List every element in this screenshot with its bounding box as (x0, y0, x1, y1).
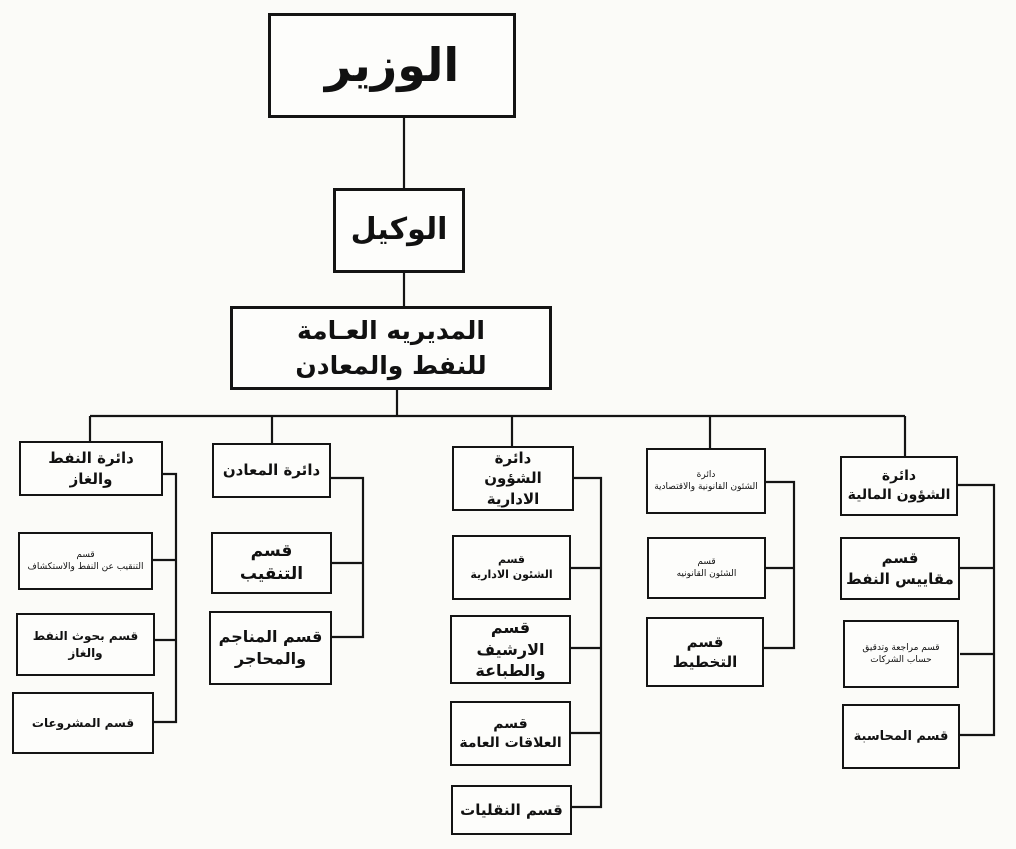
general-directorate-box: المديريه العـامة للنفط والمعادن (230, 306, 552, 390)
planning-section-line1: قسم التخطيط (672, 632, 738, 671)
archive-printing-section-line2: والطباعة (475, 661, 546, 681)
oil-gas-department-line1: دائرة النفط (48, 449, 134, 468)
mineral-exploration-section-line1: قسم التنقيب (239, 541, 304, 584)
projects-section-box: قسم المشروعات (12, 692, 154, 754)
admin-affairs-department-line1: دائرة (494, 449, 532, 468)
financial-affairs-department-line2: الشؤون المالية (847, 487, 951, 503)
oil-gas-research-section-line2: والغاز (68, 645, 103, 660)
admin-affairs-section-box: قسم الشئون الادارية (452, 535, 571, 600)
oil-measurement-section-line2: مقاييس النفط (846, 569, 954, 588)
oil-gas-research-section-box: قسم بحوث النفط والغاز (16, 613, 155, 676)
legal-economic-department-line2: الشئون القانونية والاقتصادية (654, 482, 758, 492)
legal-economic-department-box: دائرة الشئون القانونية والاقتصادية (646, 448, 766, 514)
mines-quarries-section-line1: قسم المناجم (218, 627, 323, 647)
minister-label: الوزير (324, 38, 460, 93)
accounting-section-box: قسم المحاسبة (842, 704, 960, 769)
public-relations-section-line2: العلاقات العامة (459, 734, 562, 751)
archive-printing-section-box: قسم الارشيف والطباعة (450, 615, 571, 684)
admin-affairs-section-line2: الشئون الادارية (470, 567, 553, 581)
minerals-department-box: دائرة المعادن (212, 443, 331, 498)
legal-affairs-section-line2: الشئون القانونيه (676, 569, 737, 579)
oil-gas-department-box: دائرة النفط والغاز (19, 441, 163, 496)
public-relations-section-box: قسم العلاقات العامة (450, 701, 571, 766)
minerals-department-line1: دائرة المعادن (222, 461, 321, 480)
minister-box: الوزير (268, 13, 516, 118)
admin-affairs-section-line1: قسم (497, 552, 526, 566)
planning-section-box: قسم التخطيط (646, 617, 764, 687)
public-relations-section-line1: قسم (493, 715, 528, 732)
accounting-section-line1: قسم المحاسبة (853, 728, 949, 744)
oil-exploration-section-line2: التنقيب عن النفط والاستكشاف (27, 562, 144, 572)
legal-affairs-section-line1: قسم (697, 556, 716, 567)
oil-measurement-section-box: قسم مقاييس النفط (840, 537, 960, 600)
mines-quarries-section-box: قسم المناجم والمحاجر (209, 611, 332, 685)
company-audit-section-line2: حساب الشركات (870, 655, 932, 665)
mines-quarries-section-line2: والمحاجر (234, 649, 307, 668)
oil-gas-research-section-line1: قسم بحوث النفط (32, 629, 139, 644)
transport-section-line1: قسم النقليات (460, 800, 563, 819)
oil-gas-department-line2: والغاز (69, 469, 113, 488)
financial-affairs-department-box: دائرة الشؤون المالية (840, 456, 958, 516)
deputy-label: الوكيل (350, 212, 448, 248)
admin-affairs-department-line2: الشؤون الادارية (484, 469, 542, 508)
company-audit-section-box: قسم مراجعة وتدقيق حساب الشركات (843, 620, 959, 688)
admin-affairs-department-box: دائرة الشؤون الادارية (452, 446, 574, 511)
oil-measurement-section-line1: قسم (881, 549, 919, 568)
archive-printing-section-line1: قسم الارشيف (476, 618, 545, 659)
general-directorate-line1: المديريه العـامة (297, 316, 485, 345)
mineral-exploration-section-box: قسم التنقيب (211, 532, 332, 594)
transport-section-box: قسم النقليات (451, 785, 572, 835)
legal-affairs-section-box: قسم الشئون القانونيه (647, 537, 766, 599)
projects-section-line1: قسم المشروعات (31, 715, 135, 730)
company-audit-section-line1: قسم مراجعة وتدقيق (862, 642, 940, 653)
legal-economic-department-line1: دائرة (696, 469, 716, 480)
oil-exploration-section-box: قسم التنقيب عن النفط والاستكشاف (18, 532, 153, 590)
general-directorate-line2: للنفط والمعادن (295, 351, 487, 380)
deputy-box: الوكيل (333, 188, 465, 273)
oil-exploration-section-line1: قسم (76, 549, 95, 560)
financial-affairs-department-line1: دائرة (881, 468, 917, 485)
